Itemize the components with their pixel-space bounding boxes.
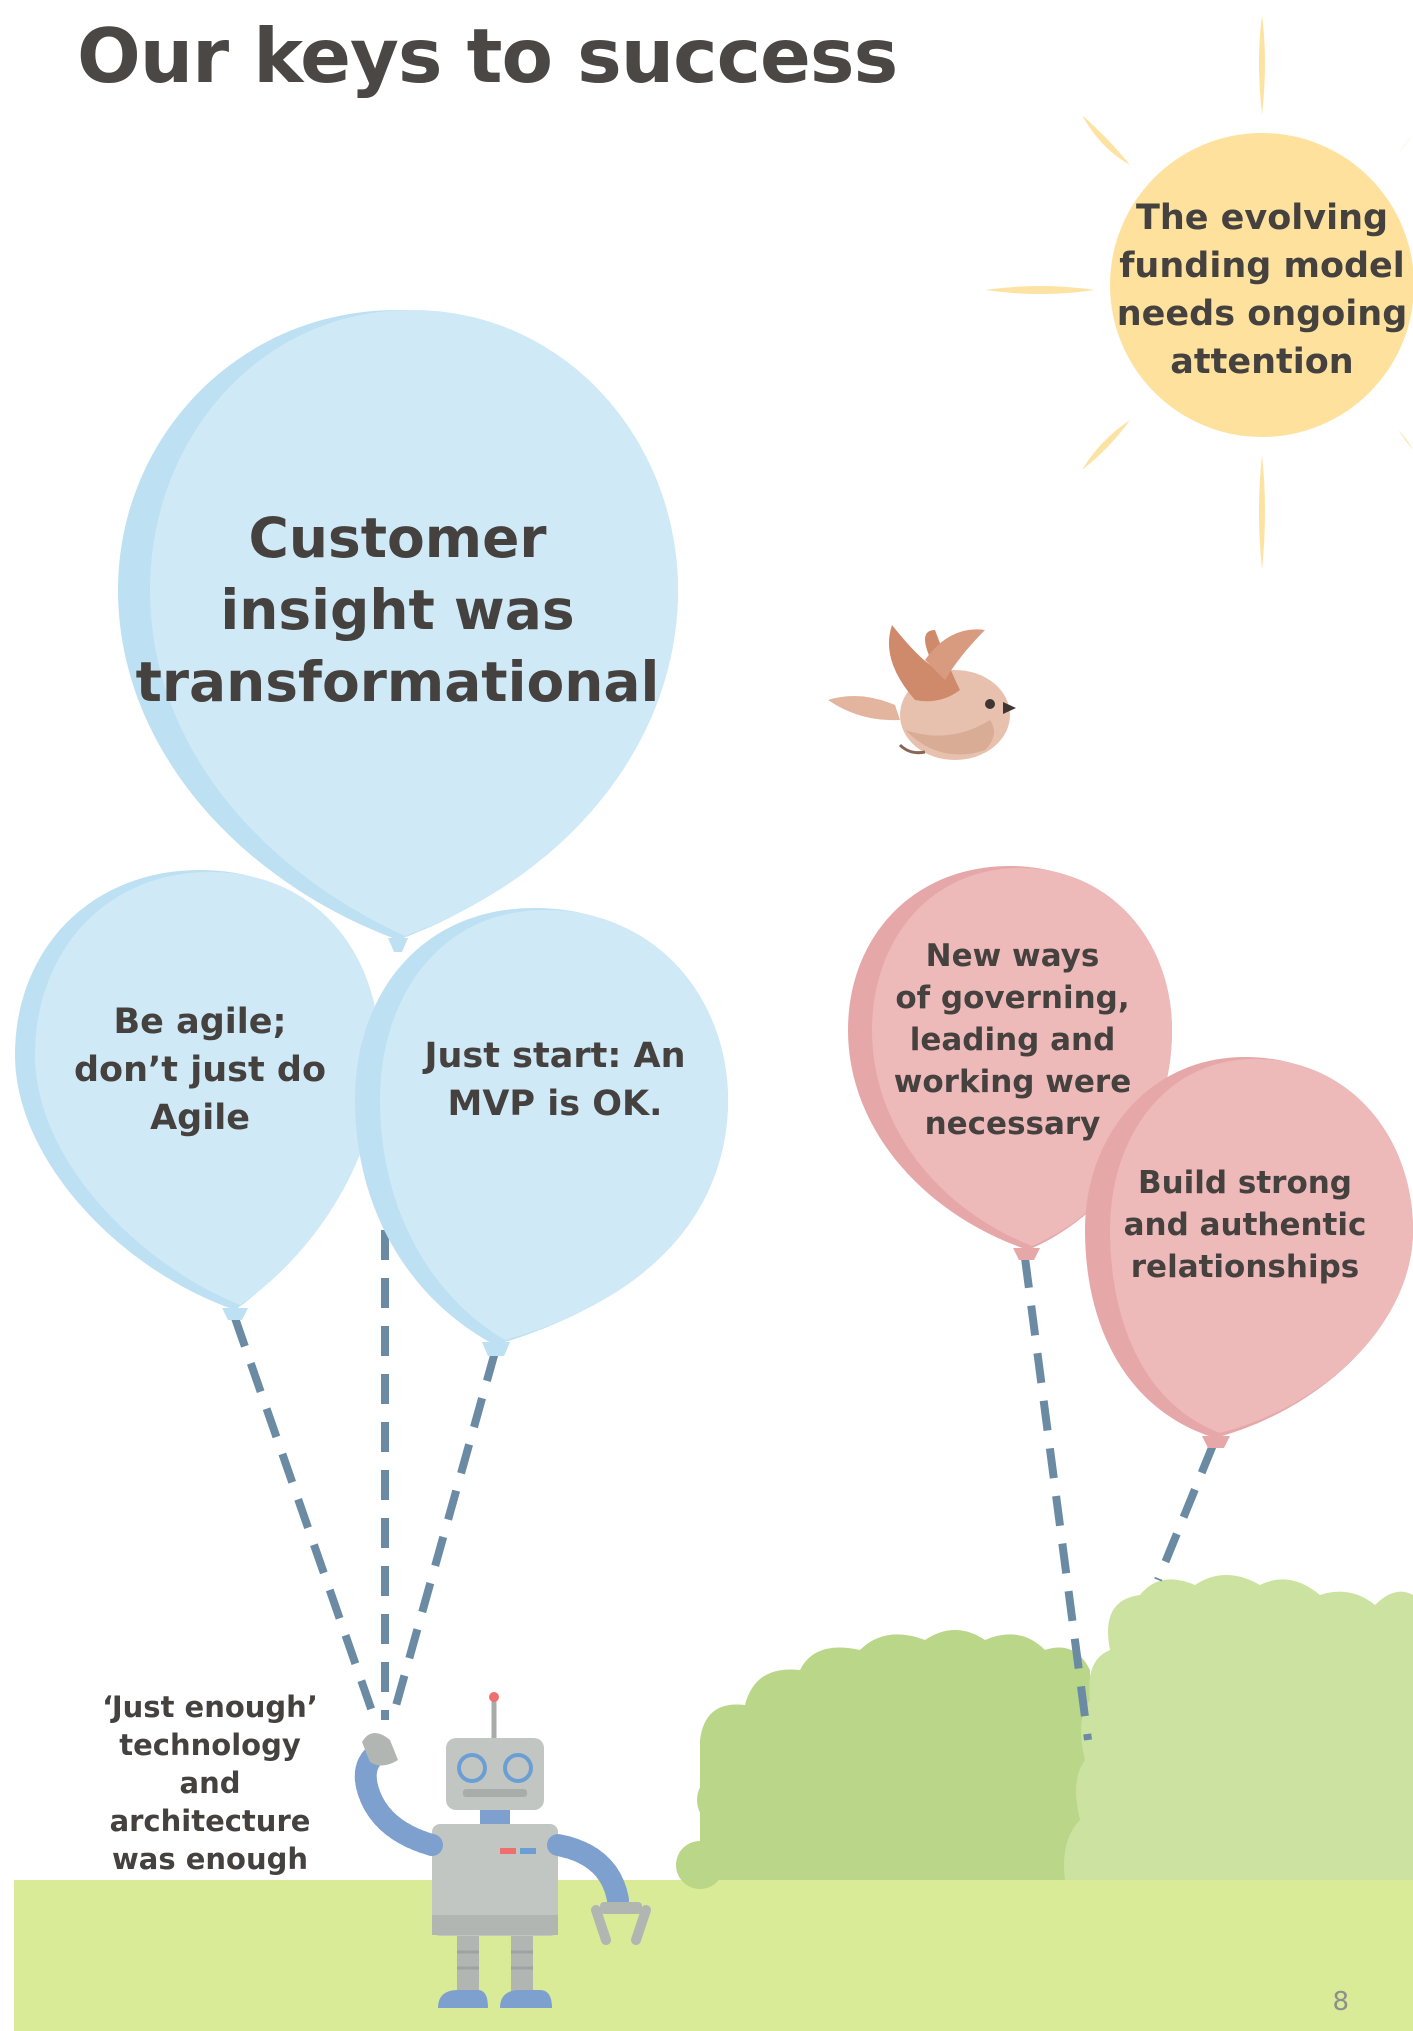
relationships-text: Build strong and authentic relationships: [1123, 1165, 1367, 1285]
bush-left: [676, 1630, 1090, 1889]
balloon-new-ways-label: New ways of governing, leading and worki…: [870, 935, 1155, 1145]
sun-text: The evolving funding model needs ongoing…: [1116, 198, 1408, 382]
customer-insight-text: Customer insight was transformational: [135, 506, 660, 714]
just-start-text: Just start: An MVP is OK.: [424, 1036, 686, 1124]
balloon-relationships-label: Build strong and authentic relationships: [1110, 1155, 1380, 1295]
balloon-be-agile: [15, 870, 380, 1320]
new-ways-text: New ways of governing, leading and worki…: [893, 938, 1132, 1142]
sun-icon: [985, 15, 1413, 570]
be-agile-text: Be agile; don’t just do Agile: [74, 1002, 326, 1138]
balloon-strings: [231, 1230, 1217, 1741]
balloon-relationships: [1085, 1057, 1413, 1448]
balloon-just-start-label: Just start: An MVP is OK.: [390, 1025, 720, 1135]
balloon-be-agile-label: Be agile; don’t just do Agile: [40, 990, 360, 1150]
robot-caption: ‘Just enough’ technology and architectur…: [80, 1690, 340, 1876]
robot-caption-text: ‘Just enough’ technology and architectur…: [102, 1689, 318, 1876]
balloon-customer-insight-label: Customer insight was transformational: [136, 490, 660, 730]
bush-right: [1064, 1575, 1413, 1880]
robot-icon: [354, 1692, 651, 2008]
ground: [14, 1880, 1413, 2031]
page-title: Our keys to success: [77, 12, 898, 100]
bird-icon: [828, 625, 1016, 760]
sun-label: The evolving funding model needs ongoing…: [1112, 190, 1412, 390]
balloon-new-ways: [848, 866, 1172, 1260]
balloon-just-start: [355, 908, 728, 1356]
page-number: 8: [1332, 1987, 1349, 2017]
balloon-customer-insight: [118, 310, 678, 952]
